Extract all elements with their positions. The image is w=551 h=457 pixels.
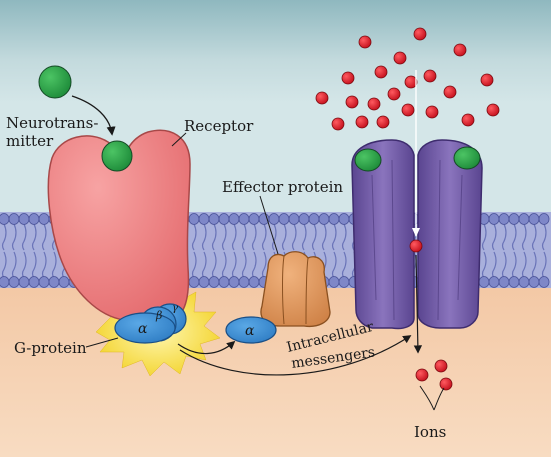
neurotransmitter-label-line2: mitter [6, 132, 54, 150]
channel-binding-site-left [354, 148, 382, 172]
binding-arrow [71, 95, 116, 136]
g-protein: α β γ [114, 303, 187, 344]
g-protein-alpha [114, 312, 176, 344]
alpha-release-arrow [177, 340, 236, 355]
ion-channel [351, 139, 483, 330]
neurotransmitter-label-line1: Neurotrans- [6, 114, 98, 132]
alpha-label: α [138, 321, 148, 337]
receptor-label: Receptor [184, 117, 254, 135]
channel-binding-site-right [453, 146, 481, 170]
effector-protein [260, 251, 331, 328]
effector-protein-label: Effector protein [222, 178, 343, 196]
bound-neurotransmitter [101, 140, 133, 172]
ions-intracellular [415, 359, 453, 391]
ions-label: Ions [414, 423, 446, 441]
receptor-leader [171, 132, 187, 147]
gamma-label: γ [172, 303, 178, 314]
ions-extracellular [315, 27, 500, 131]
free-neurotransmitter [38, 65, 72, 99]
alpha-free-label: α [245, 323, 255, 339]
beta-label: β [155, 309, 162, 322]
receptor-protein [47, 129, 191, 323]
g-protein-alpha-free [225, 316, 277, 344]
g-protein-leader [85, 337, 119, 348]
effector-leader [259, 195, 279, 255]
g-protein-label: G-protein [14, 339, 87, 357]
ions-leader [419, 385, 445, 411]
ion-in-channel [409, 239, 423, 253]
ion-exit-arrow [413, 254, 423, 354]
messenger-arrow [179, 335, 412, 376]
